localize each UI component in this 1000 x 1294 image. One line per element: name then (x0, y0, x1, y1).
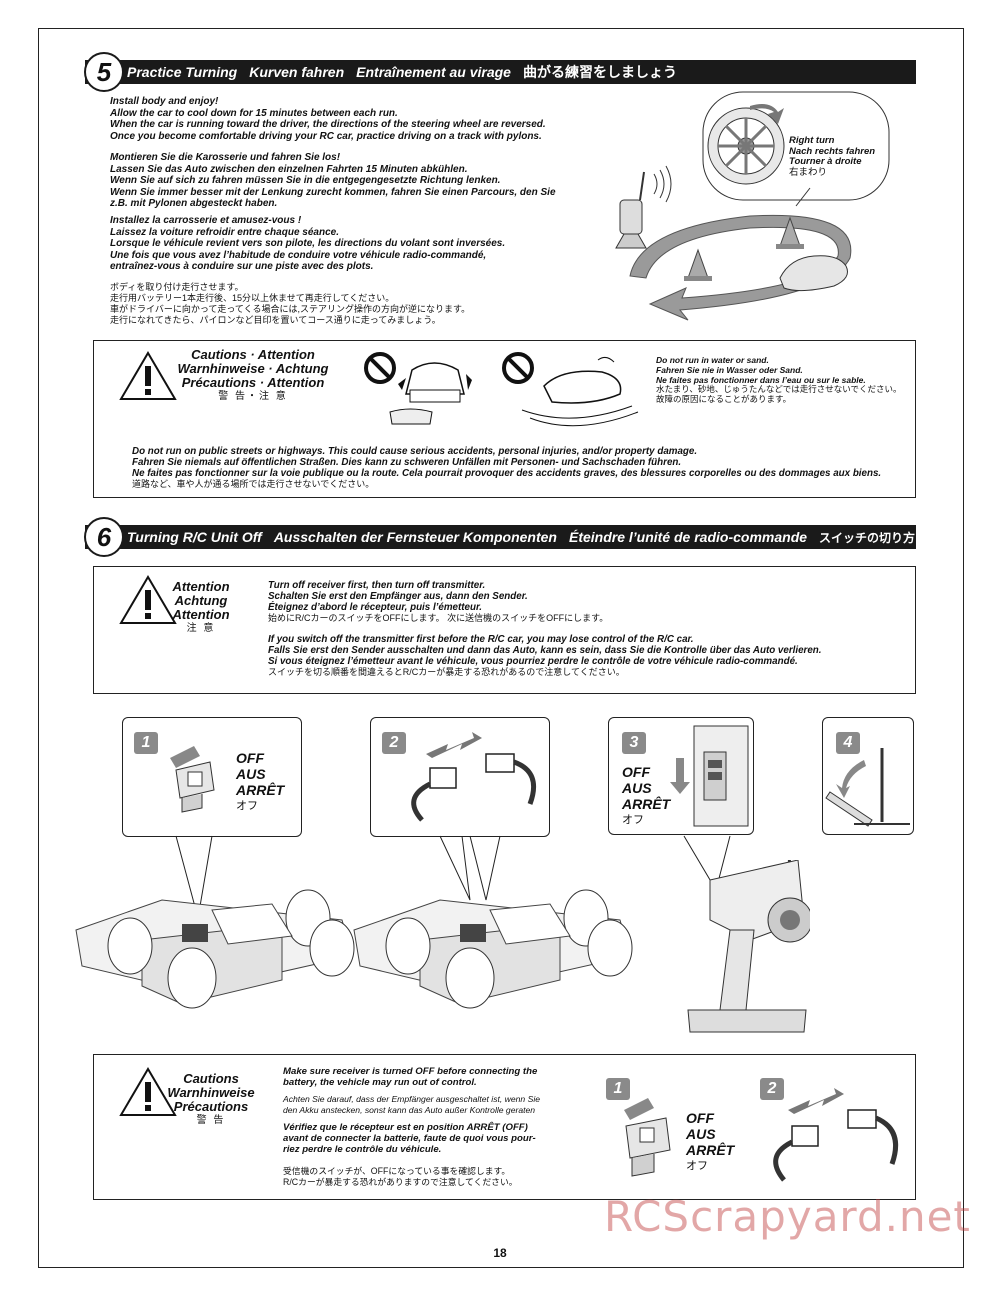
caution3-en: Make sure receiver is turned OFF before … (283, 1066, 538, 1088)
step4-badge: 4 (836, 732, 860, 754)
section5-title-jp: 曲がる練習をしましょう (522, 64, 677, 80)
attention2-p2: If you switch off the transmitter first … (268, 634, 822, 677)
caution3-jp: 受信機のスイッチが、OFFになっている事を確認します。R/Cカーが暴走する恐れが… (283, 1166, 518, 1187)
practice-turning-illustration (615, 91, 890, 321)
receiver-switch-off-icon (624, 1098, 671, 1177)
step3-badge: 3 (622, 732, 646, 754)
chassis-illustration-left (75, 889, 355, 1009)
section5-header: Practice Turning Kurven fahren Entraînem… (85, 60, 916, 84)
section5-jp-text: ボディを取り付け走行させます。走行用バッテリー1本走行後、15分以上休ませて再走… (110, 282, 471, 325)
attention-box-switch-order (93, 566, 916, 694)
step1-badge: 1 (134, 732, 158, 754)
section6-title-de: Ausschalten der Fernsteuer Komponenten (273, 529, 557, 545)
no-street-no-water-illustration (364, 352, 639, 427)
warning-triangle-icon (119, 575, 177, 624)
switch-off-icon (170, 746, 215, 813)
step2-badge: 2 (382, 732, 406, 754)
caution3-step2-badge: 2 (760, 1078, 784, 1100)
warning-triangle-icon (119, 1067, 177, 1116)
caution3-step1-badge: 1 (606, 1078, 630, 1100)
section6-number: 6 (84, 517, 124, 557)
watermark: RCScrapyard.net (604, 1192, 971, 1241)
caution1-water-text: Do not run in water or sand.Fahren Sie n… (656, 355, 902, 405)
caution1-streets-text: Do not run on public streets or highways… (132, 446, 882, 489)
page-number: 18 (493, 1246, 507, 1260)
battery-disconnect-icon (411, 732, 536, 822)
caution3-fr: Vérifiez que le récepteur est en positio… (283, 1122, 536, 1155)
section5-title-en: Practice Turning (127, 64, 238, 80)
section6-header: Turning R/C Unit Off Ausschalten der Fer… (85, 525, 916, 549)
section6-title-en: Turning R/C Unit Off (127, 529, 262, 545)
antenna-lower-icon (825, 748, 910, 827)
attention2-p1: Turn off receiver first, then turn off t… (268, 580, 609, 623)
transmitter-illustration (687, 860, 810, 1033)
section5-fr-text: Installez la carrosserie et amusez-vous … (110, 215, 506, 272)
section5-title-fr: Entraînement au virage (356, 64, 511, 80)
battery-connect-icon (773, 1088, 898, 1182)
page-frame (38, 28, 964, 1268)
section5-number: 5 (84, 52, 124, 92)
warning-triangle-icon (119, 351, 177, 400)
section5-en-text: Install body and enjoy!Allow the car to … (110, 96, 546, 142)
caution3-de: Achten Sie darauf, dass der Empfänger au… (283, 1094, 541, 1115)
transmitter-switch-icon (670, 725, 749, 827)
section5-de-text: Montieren Sie die Karosserie und fahren … (110, 152, 556, 209)
section5-title-de: Kurven fahren (249, 64, 345, 80)
chassis-illustration-center (353, 889, 633, 1009)
section6-title-jp: スイッチの切り方 (819, 530, 916, 545)
section6-title-fr: Éteindre l’unité de radio-commande (568, 529, 808, 545)
